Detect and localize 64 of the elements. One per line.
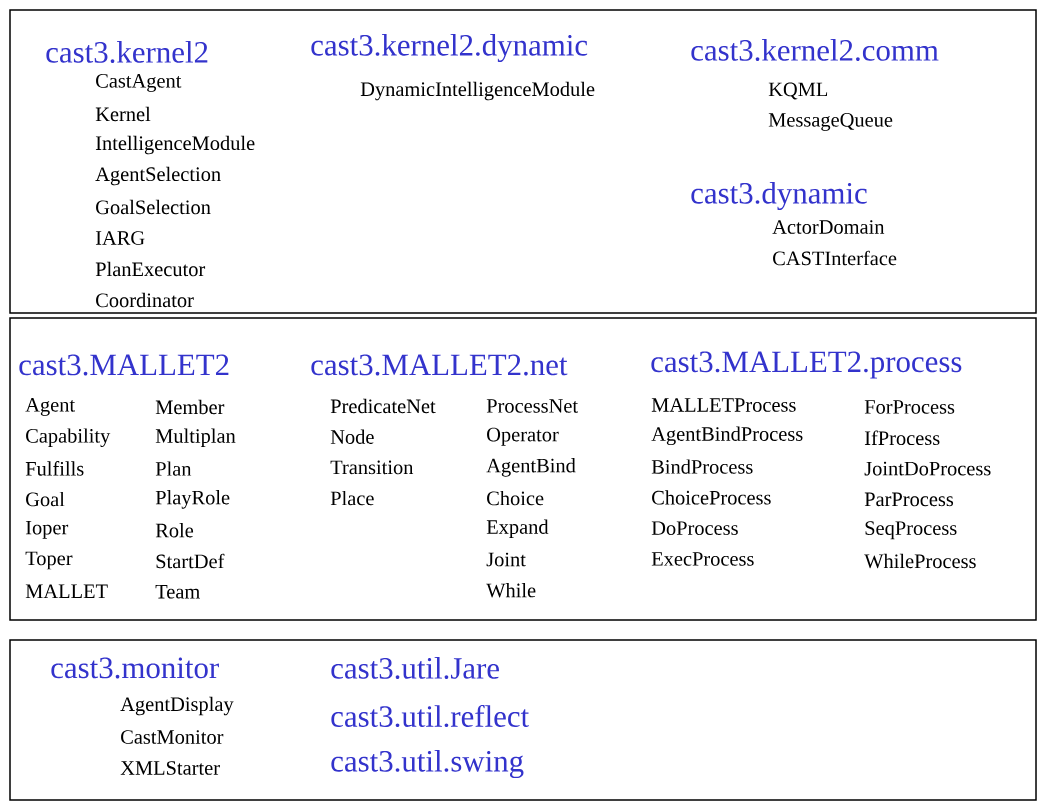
class-name: KQML [768, 82, 828, 100]
class-name: PlayRole [155, 490, 230, 509]
class-name: BindProcess [651, 459, 753, 474]
class-name: AgentSelection [95, 166, 221, 186]
class-name: StartDef [156, 553, 225, 569]
class-name: While [486, 582, 536, 598]
class-name: XMLStarter [120, 761, 220, 775]
class-name: IntelligenceModule [95, 135, 255, 155]
class-name: Ioper [25, 520, 69, 539]
class-name: Team [155, 585, 200, 599]
class-name: Transition [330, 460, 414, 475]
package-heading: cast3.MALLET2.net [311, 354, 568, 376]
class-name: IARG [95, 231, 145, 245]
package-heading: cast3.util.reflect [331, 704, 529, 728]
class-name: CastAgent [96, 74, 182, 92]
package-heading: cast3.dynamic [691, 181, 867, 211]
class-name: ParProcess [864, 492, 954, 507]
class-name: Fulfills [25, 461, 84, 476]
class-name: AgentBind [486, 458, 576, 477]
class-name: MALLET [25, 584, 108, 598]
package-heading: cast3.kernel2.comm [691, 39, 939, 61]
class-name: Agent [25, 398, 75, 416]
package-heading: cast3.kernel2 [46, 41, 208, 63]
class-name: IfProcess [864, 430, 940, 446]
class-name: Multiplan [155, 428, 236, 448]
class-name: ChoiceProcess [652, 490, 771, 505]
package-heading: cast3.util.swing [331, 749, 524, 779]
class-name: Coordinator [96, 292, 194, 308]
class-name: AgentDisplay [120, 696, 234, 716]
class-name: GoalSelection [96, 199, 211, 215]
class-name: Kernel [95, 106, 151, 122]
class-name: MALLETProcess [651, 398, 796, 412]
class-name: ActorDomain [772, 220, 885, 234]
class-name: CASTInterface [773, 250, 897, 266]
class-name: WhileProcess [864, 553, 976, 569]
class-name: JointDoProcess [864, 461, 991, 476]
class-name: Node [330, 429, 374, 444]
class-name: Goal [26, 491, 65, 507]
class-name: Capability [26, 428, 111, 447]
class-name: Expand [486, 519, 549, 539]
package-heading: cast3.MALLET2 [19, 354, 229, 376]
class-name: Role [155, 523, 194, 538]
class-name: MessageQueue [768, 113, 893, 131]
class-name: Member [155, 399, 225, 415]
class-name: Place [330, 490, 374, 506]
package-heading: cast3.kernel2.dynamic [311, 33, 588, 63]
class-name: DynamicIntelligenceModule [360, 81, 595, 101]
class-name: PredicateNet [330, 398, 436, 414]
class-name: PlanExecutor [95, 261, 206, 277]
class-name: ExecProcess [651, 552, 754, 566]
class-name: SeqProcess [865, 521, 957, 540]
class-name: Joint [486, 552, 526, 567]
class-name: ForProcess [864, 400, 955, 414]
class-name: Operator [487, 427, 559, 446]
package-heading: cast3.util.Jare [331, 657, 499, 679]
class-name: Choice [487, 490, 544, 506]
class-name: Plan [155, 461, 192, 476]
package-heading: cast3.MALLET2.process [651, 351, 962, 379]
class-name: CastMonitor [121, 730, 224, 744]
class-name: DoProcess [651, 521, 738, 535]
package-heading: cast3.monitor [51, 657, 219, 679]
class-name: ProcessNet [486, 399, 578, 413]
class-name: Toper [25, 551, 73, 570]
class-name: AgentBindProcess [651, 426, 803, 446]
